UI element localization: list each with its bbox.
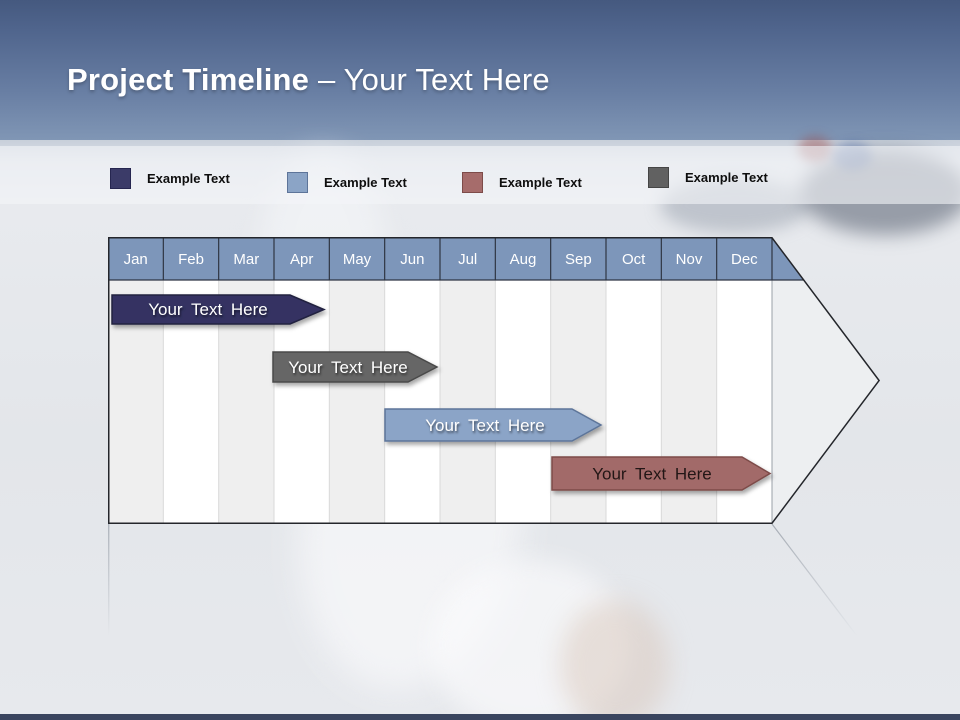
month-label-oct: Oct: [622, 251, 646, 268]
legend-label: Example Text: [499, 174, 582, 190]
timeline-bar-2[interactable]: Your Text Here: [272, 351, 439, 383]
column-jan: [108, 237, 164, 524]
bar-2-shape[interactable]: [272, 351, 439, 383]
legend-swatch-gray: [648, 166, 669, 188]
legend-swatch-blue: [287, 171, 308, 193]
month-label-jul: Jul: [458, 251, 477, 268]
month-label-sep: Sep: [565, 251, 592, 268]
bar-4-label: Your Text Here: [592, 465, 712, 484]
legend-label: Example Text: [685, 169, 768, 185]
column-jul: [440, 237, 496, 524]
timeline-body: Jan Feb Mar Apr May Jun Jul Aug Sep Oct …: [108, 237, 880, 524]
legend-swatch-maroon: [462, 171, 483, 193]
footer-accent-bar: [0, 714, 960, 720]
month-label-nov: Nov: [676, 251, 703, 268]
bar-3-label: Your Text Here: [425, 416, 545, 435]
month-header-borders: [108, 237, 880, 281]
bar-1-label: Your Text Here: [148, 300, 268, 319]
month-label-dec: Dec: [731, 251, 758, 268]
month-label-feb: Feb: [178, 251, 204, 268]
month-header-band: [108, 237, 880, 280]
legend-label: Example Text: [147, 170, 230, 186]
slide-header: Project Timeline – Your Text Here: [0, 0, 960, 140]
legend-item-2[interactable]: Example Text: [287, 171, 407, 193]
bar-1-shape[interactable]: [111, 294, 326, 325]
timeline-bar-3[interactable]: Your Text Here: [384, 408, 603, 442]
arrow-outline: [108, 237, 881, 524]
legend-item-3[interactable]: Example Text: [462, 171, 582, 193]
legend-label: Example Text: [324, 174, 407, 190]
column-aug: [495, 237, 551, 524]
timeline-bar-1[interactable]: Your Text Here: [111, 294, 326, 325]
column-feb: [163, 237, 219, 524]
month-label-apr: Apr: [290, 251, 313, 268]
timeline-reflection: [108, 524, 858, 637]
slide-title[interactable]: Project Timeline – Your Text Here: [67, 60, 550, 100]
bar-3-shape[interactable]: [384, 408, 603, 442]
bar-2-label: Your Text Here: [288, 358, 408, 377]
month-labels: Jan Feb Mar Apr May Jun Jul Aug Sep Oct …: [124, 251, 759, 268]
month-label-may: May: [343, 251, 372, 268]
title-bold-text: Project Timeline: [67, 62, 310, 97]
legend-item-4[interactable]: Example Text: [648, 166, 768, 188]
timeline-chart[interactable]: Jan Feb Mar Apr May Jun Jul Aug Sep Oct …: [108, 237, 881, 524]
month-label-jun: Jun: [400, 251, 424, 268]
title-light-text: – Your Text Here: [317, 62, 550, 97]
month-label-jan: Jan: [124, 251, 148, 268]
month-label-aug: Aug: [510, 251, 537, 268]
timeline-bar-4[interactable]: Your Text Here: [551, 456, 772, 491]
bar-4-shape[interactable]: [551, 456, 772, 491]
month-label-mar: Mar: [233, 251, 259, 268]
legend-swatch-navy: [110, 167, 131, 189]
column-mar: [218, 237, 275, 524]
legend-item-1[interactable]: Example Text: [110, 167, 230, 189]
